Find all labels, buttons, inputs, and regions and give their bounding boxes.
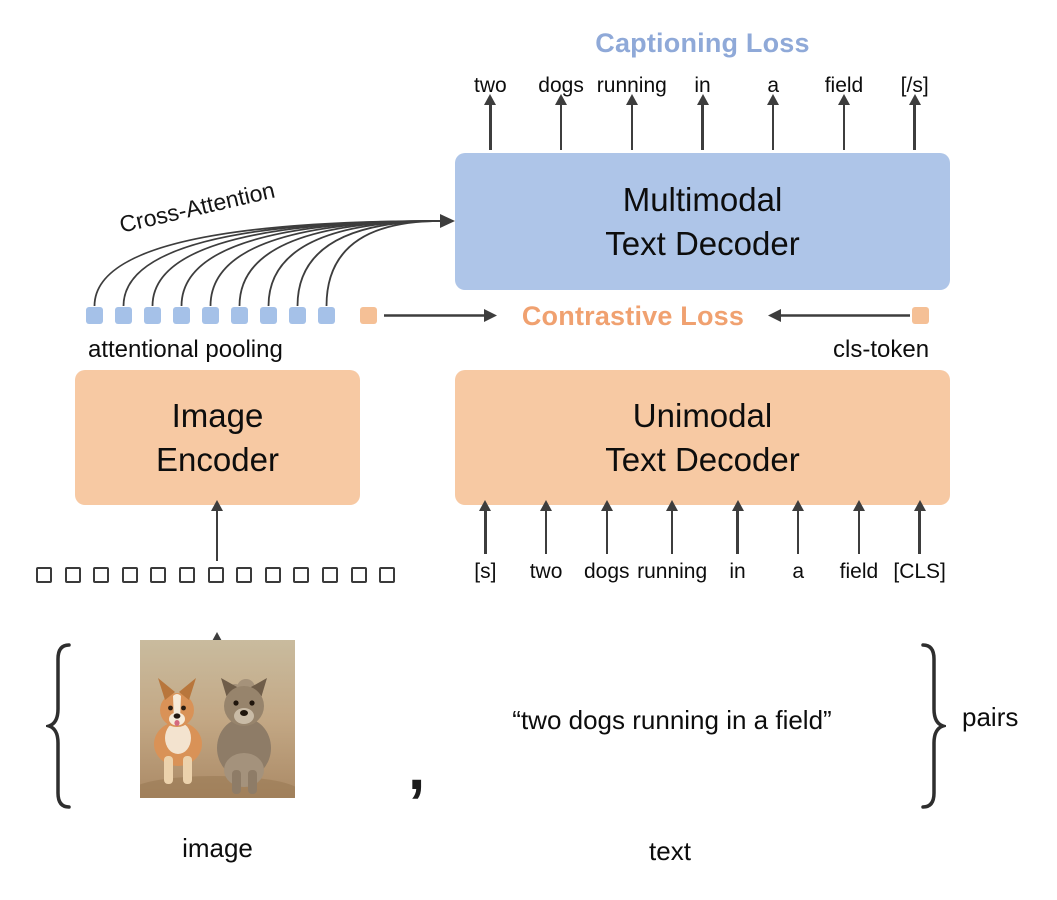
token-label: running — [596, 74, 667, 97]
right-brace — [921, 643, 946, 809]
token-label: field — [824, 74, 864, 97]
up-arrow-icon — [842, 104, 846, 150]
token-column: two — [455, 74, 526, 150]
image-patch-square — [350, 567, 367, 583]
attentional-pooling-label: attentional pooling — [88, 336, 283, 363]
up-arrow-icon — [771, 104, 775, 150]
token-column: in — [667, 74, 738, 150]
image-patch-square — [93, 567, 110, 583]
multimodal-text-decoder-line2: Text Decoder — [605, 224, 800, 262]
image-patch-square — [207, 567, 224, 583]
up-arrow-icon — [484, 510, 487, 554]
captioning-loss-label: Captioning Loss — [595, 28, 810, 58]
token-label: a — [792, 560, 805, 583]
token-column: a — [738, 74, 809, 150]
image-patch-square — [293, 567, 310, 583]
token-column: in — [707, 510, 768, 584]
output-token-row: two dogs running in a field [/s] — [455, 74, 950, 150]
patches-to-encoder-arrow-icon — [215, 510, 219, 561]
unimodal-text-decoder-line2: Text Decoder — [605, 440, 800, 478]
image-token-square — [173, 307, 190, 324]
image-encoder-line1: Image — [171, 396, 264, 434]
token-label: two — [474, 74, 507, 97]
multimodal-text-decoder-line1: Multimodal — [622, 180, 783, 218]
up-arrow-icon — [605, 510, 608, 554]
image-token-square — [260, 307, 277, 324]
unimodal-text-decoder-box: Unimodal Text Decoder — [455, 370, 950, 505]
up-arrow-icon — [544, 510, 548, 554]
token-label: [s] — [474, 560, 497, 583]
pair-comma: , — [408, 734, 426, 803]
token-label: in — [694, 74, 711, 97]
up-arrow-icon — [559, 104, 563, 150]
cls-token-square — [912, 307, 929, 324]
image-patch-square — [322, 567, 338, 583]
token-column: [/s] — [879, 74, 950, 150]
image-patch-square — [264, 567, 281, 583]
image-patch-square — [179, 567, 195, 583]
token-label: running — [637, 560, 708, 583]
token-label: field — [839, 560, 879, 583]
up-arrow-icon — [736, 510, 739, 554]
image-token-square — [115, 307, 132, 324]
cls-token-label: cls-token — [833, 336, 930, 363]
image-token-square — [86, 307, 103, 324]
image-patch-square — [236, 567, 253, 583]
unimodal-text-decoder-line1: Unimodal — [632, 396, 773, 434]
dog-photo — [130, 640, 300, 808]
caption-text: “two dogs running in a field” — [512, 705, 832, 735]
up-arrow-icon — [630, 104, 634, 150]
token-column: running — [637, 510, 707, 584]
token-label: in — [729, 560, 746, 583]
token-column: field — [829, 510, 890, 584]
token-label: two — [529, 560, 563, 583]
token-label: a — [767, 74, 780, 97]
token-column: two — [516, 510, 577, 584]
up-arrow-icon — [796, 510, 800, 554]
multimodal-text-decoder-box: Multimodal Text Decoder — [455, 153, 950, 290]
image-token-square — [289, 307, 306, 324]
up-arrow-icon — [913, 104, 916, 150]
image-token-square — [144, 307, 161, 324]
token-label: dogs — [538, 74, 584, 97]
contrastive-loss-label: Contrastive Loss — [521, 301, 745, 331]
token-column: dogs — [526, 74, 597, 150]
up-arrow-icon — [918, 510, 921, 554]
dog-photo-illustration — [130, 640, 300, 808]
left-brace — [46, 643, 71, 809]
token-column: field — [809, 74, 880, 150]
image-patch-square — [121, 567, 138, 583]
token-column: [CLS] — [889, 510, 950, 584]
image-patch-square — [36, 567, 52, 583]
text-label: text — [649, 836, 691, 866]
image-encoder-line2: Encoder — [156, 440, 279, 478]
pooled-contrastive-token-square — [360, 307, 377, 324]
image-token-square — [318, 307, 335, 324]
token-label: [/s] — [900, 74, 929, 97]
token-column: a — [768, 510, 829, 584]
image-label: image — [182, 833, 253, 863]
token-column: [s] — [455, 510, 516, 584]
up-arrow-icon — [701, 104, 704, 150]
token-label: [CLS] — [893, 560, 946, 583]
up-arrow-icon — [670, 510, 674, 554]
up-arrow-icon — [489, 104, 492, 150]
image-patch-square — [64, 567, 81, 583]
token-column: dogs — [576, 510, 637, 584]
image-patch-square — [150, 567, 167, 583]
token-label: dogs — [583, 560, 630, 583]
image-token-square — [202, 307, 219, 324]
up-arrow-icon — [857, 510, 861, 554]
image-encoder-box: Image Encoder — [75, 370, 360, 505]
cross-attention-label: Cross-Attention — [116, 176, 278, 238]
token-column: running — [596, 74, 667, 150]
pairs-label: pairs — [962, 702, 1019, 732]
image-patch-square — [379, 567, 396, 583]
image-token-square — [231, 307, 248, 324]
